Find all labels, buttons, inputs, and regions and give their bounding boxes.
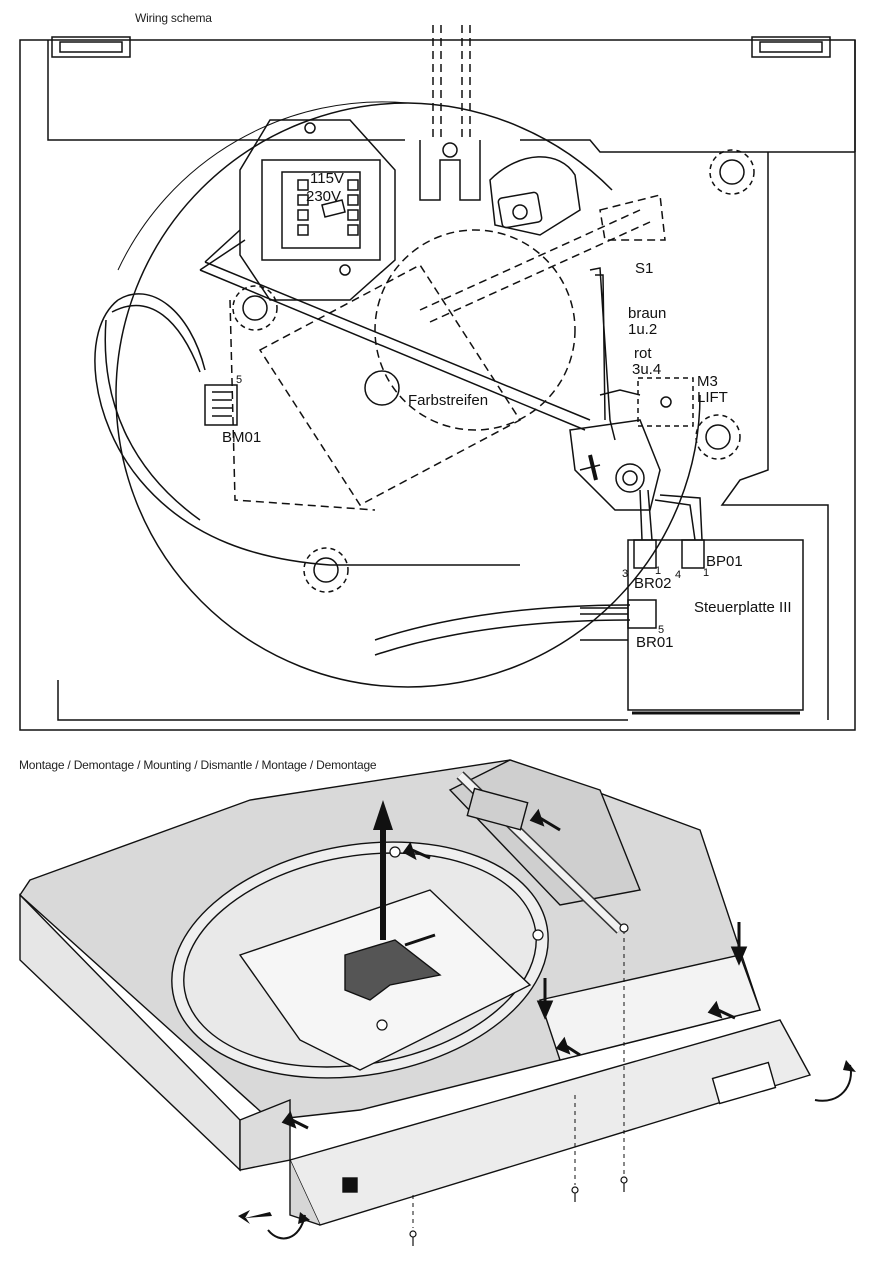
screw-icon bbox=[620, 1176, 628, 1184]
label-farbstreifen: Farbstreifen bbox=[408, 392, 488, 409]
label-steuerplatte: Steuerplatte III bbox=[694, 599, 792, 616]
bm01-connector bbox=[204, 384, 238, 426]
label-bp01: BP01 bbox=[706, 553, 743, 570]
arm-pivot bbox=[615, 463, 645, 493]
label-rot-pins: 3u.4 bbox=[632, 361, 661, 378]
bp01-connector bbox=[681, 539, 705, 569]
label-br02: BR02 bbox=[634, 575, 672, 592]
hinge-right bbox=[751, 36, 831, 58]
tonearm-rod bbox=[456, 771, 624, 934]
platter-outline bbox=[115, 102, 701, 688]
label-m3: M3 bbox=[697, 373, 718, 390]
label-lift: LIFT bbox=[697, 389, 728, 406]
base-front bbox=[19, 893, 241, 1172]
label-s1: S1 bbox=[635, 260, 653, 277]
label-230v: 230V bbox=[306, 188, 341, 205]
motor-plate bbox=[238, 889, 532, 1071]
power-indicator bbox=[342, 1177, 358, 1193]
label-115v: 115V bbox=[310, 170, 344, 187]
screw-icon bbox=[389, 846, 401, 858]
label-rot: rot bbox=[634, 345, 652, 362]
screw-icon bbox=[571, 1186, 579, 1194]
front-fascia bbox=[289, 1019, 812, 1226]
label-pin-4: 4 bbox=[675, 569, 681, 581]
wiring-schema-caption: Wiring schema bbox=[135, 11, 212, 25]
display-window bbox=[711, 1061, 777, 1105]
br02-connector bbox=[633, 539, 657, 569]
tonearm-pivot-dashed bbox=[374, 229, 576, 431]
label-br01-pin: 5 bbox=[658, 624, 664, 636]
chassis-outline bbox=[19, 39, 856, 731]
lift-arrow-icon bbox=[373, 800, 393, 940]
transformer bbox=[239, 119, 396, 301]
label-br01: BR01 bbox=[636, 634, 674, 651]
control-board bbox=[539, 954, 761, 1061]
hinge-left bbox=[51, 36, 131, 58]
m3-lift-motor bbox=[637, 377, 694, 427]
label-pin-1a: 1 bbox=[655, 565, 661, 577]
label-bm01-pin: 5 bbox=[236, 374, 242, 386]
label-bm01: BM01 bbox=[222, 429, 261, 446]
screw-icon bbox=[409, 1230, 417, 1238]
label-braun: braun bbox=[628, 305, 666, 322]
label-pin-3: 3 bbox=[622, 568, 628, 580]
screw-icon bbox=[376, 1019, 388, 1031]
br01-connector bbox=[627, 599, 657, 629]
label-braun-pins: 1u.2 bbox=[628, 321, 657, 338]
label-pin-1b: 1 bbox=[703, 567, 709, 579]
base-top bbox=[19, 759, 761, 1121]
cam-shape bbox=[344, 939, 442, 1001]
mounting-caption: Montage / Demontage / Mounting / Dismant… bbox=[19, 758, 377, 772]
wiring-schema-diagram: 115V 230V S1 braun 1u.2 rot 3u.4 M3 LIFT… bbox=[19, 25, 856, 731]
platter-ring bbox=[171, 841, 549, 1079]
screw-icon bbox=[532, 929, 544, 941]
